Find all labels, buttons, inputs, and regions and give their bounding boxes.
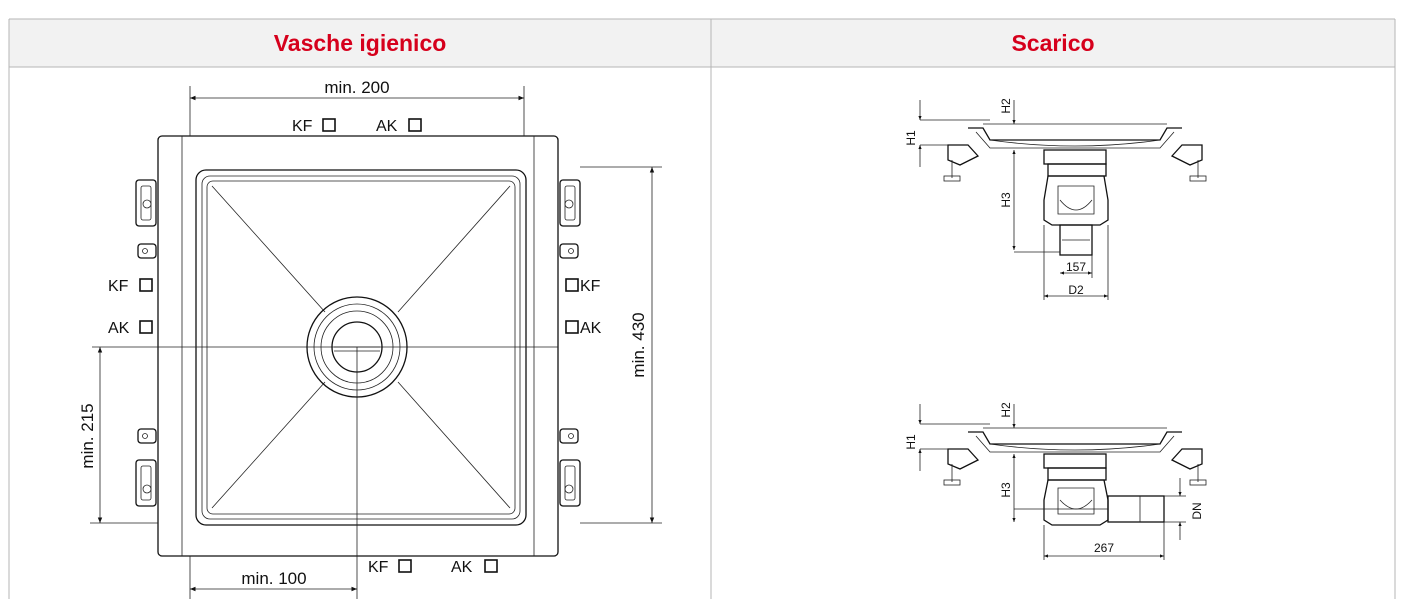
bracket-right-top xyxy=(559,179,581,227)
bracket-left-top xyxy=(135,179,157,227)
sec-b-dn: DN xyxy=(1190,502,1204,519)
section-b-dimensions: H1 H2 H3 DN 267 xyxy=(904,402,1204,560)
bracket-left-bottom xyxy=(135,459,157,507)
kf-square-bottom xyxy=(398,559,412,573)
dim-min-430: min. 430 xyxy=(629,312,648,377)
kf-square-right xyxy=(565,278,579,292)
sec-b-267: 267 xyxy=(1094,541,1114,555)
dim-min-200: min. 200 xyxy=(324,78,389,97)
sec-a-d2: D2 xyxy=(1068,283,1084,297)
tray-plan-drawing xyxy=(92,135,581,599)
ak-square-left xyxy=(139,320,153,334)
dimension-bottom: min. 100 xyxy=(189,556,357,599)
ak-square-right xyxy=(565,320,579,334)
clip-left-upper xyxy=(137,243,157,259)
dimension-left: min. 215 xyxy=(78,347,158,524)
section-vertical-outlet xyxy=(943,123,1207,256)
dim-min-100: min. 100 xyxy=(241,569,306,588)
ak-square-bottom xyxy=(484,559,498,573)
table-frame xyxy=(8,18,1396,599)
sec-b-h3: H3 xyxy=(999,482,1013,498)
header-vasche-igienico: Vasche igienico xyxy=(274,30,447,56)
sec-a-h2: H2 xyxy=(999,98,1013,114)
dim-min-215: min. 215 xyxy=(78,403,97,468)
kf-label-right: KF xyxy=(580,278,601,295)
kf-square-top xyxy=(322,118,336,132)
ak-label-bottom: AK xyxy=(451,559,473,576)
sec-b-h2: H2 xyxy=(999,402,1013,418)
drain-grate xyxy=(331,321,383,373)
sec-a-h3: H3 xyxy=(999,192,1013,208)
dimension-right: min. 430 xyxy=(580,166,662,524)
ak-label-top: AK xyxy=(376,118,398,135)
clip-left-lower xyxy=(137,428,157,444)
tray-basin xyxy=(195,169,527,526)
ak-square-top xyxy=(408,118,422,132)
sec-b-h1: H1 xyxy=(904,434,918,450)
sec-a-h1: H1 xyxy=(904,130,918,146)
ak-label-right: AK xyxy=(580,320,602,337)
header-row-bg xyxy=(9,19,1395,67)
section-horizontal-outlet xyxy=(943,427,1207,526)
sec-a-157: 157 xyxy=(1066,260,1086,274)
kf-square-left xyxy=(139,278,153,292)
ak-label-left: AK xyxy=(108,320,130,337)
section-a-dimensions: H1 H2 H3 157 D2 xyxy=(904,98,1109,300)
drain-outer-ring xyxy=(306,296,408,398)
bracket-right-bottom xyxy=(559,459,581,507)
dimension-top: min. 200 xyxy=(189,78,525,136)
header-scarico: Scarico xyxy=(1011,30,1094,56)
kf-label-left: KF xyxy=(108,278,129,295)
tray-outer-frame xyxy=(157,135,559,557)
kf-label-bottom: KF xyxy=(368,559,389,576)
clip-right-lower xyxy=(559,428,579,444)
kf-label-top: KF xyxy=(292,118,313,135)
clip-right-upper xyxy=(559,243,579,259)
